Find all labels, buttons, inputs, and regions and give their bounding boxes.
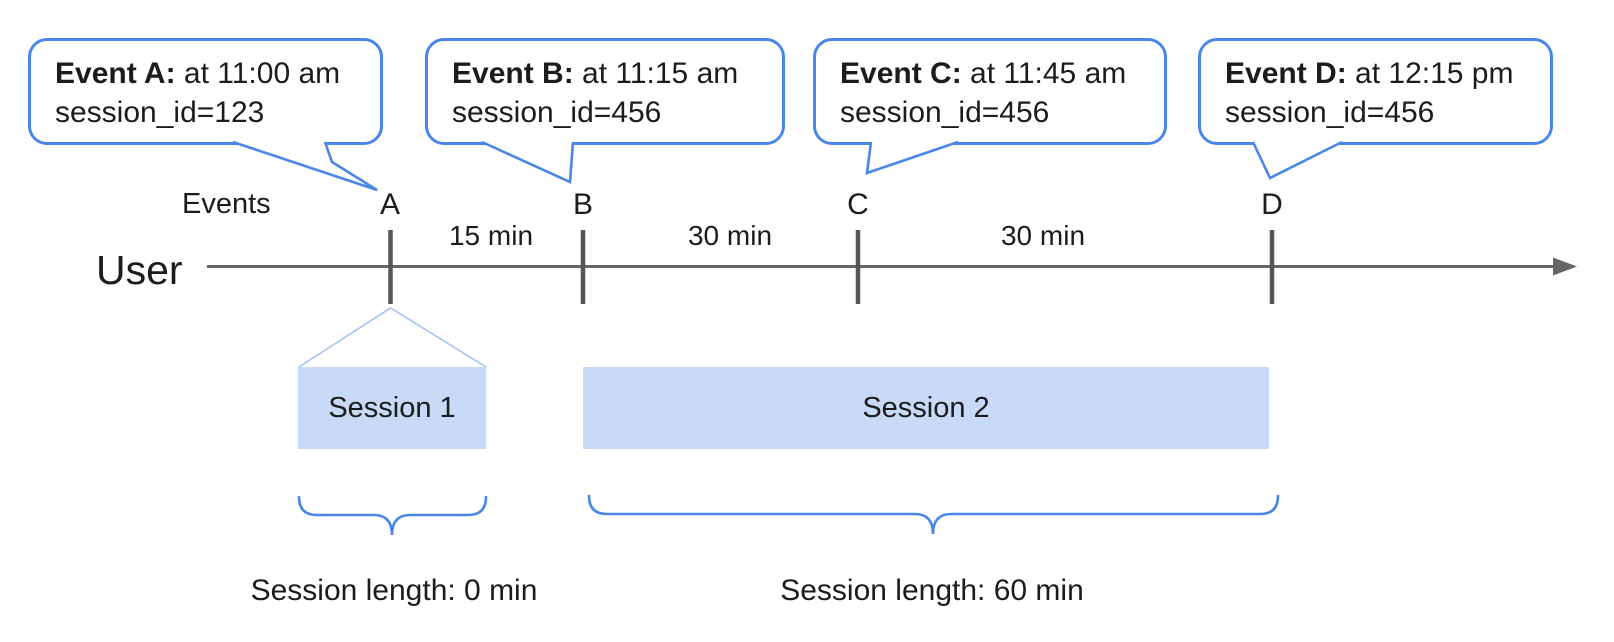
event-b-callout-line1: Event B: at 11:15 am	[452, 54, 772, 93]
event-letter-b: B	[572, 188, 594, 221]
session-2-label: Session 2	[862, 391, 990, 424]
session-2-bar: Session 2	[583, 367, 1269, 449]
session-1-length-label: Session length: 0 min	[250, 574, 538, 607]
event-b-callout-title: Event B:	[452, 57, 574, 90]
timeline-arrowhead-icon	[1553, 257, 1577, 276]
event-letter-a: A	[379, 188, 401, 221]
event-c-callout: Event C: at 11:45 am session_id=456	[813, 38, 1167, 145]
event-b-callout-time: at 11:15 am	[582, 57, 739, 90]
event-a-callout: Event A: at 11:00 am session_id=123	[28, 38, 383, 145]
event-d-callout-time: at 12:15 pm	[1355, 57, 1514, 90]
event-a-callout-time: at 11:00 am	[183, 57, 341, 90]
session-1-length-brace	[297, 495, 488, 536]
event-c-callout-detail: session_id=456	[840, 96, 1050, 129]
event-b-callout-tail	[481, 140, 575, 184]
session-2-length-brace	[587, 494, 1280, 535]
event-c-callout-line1: Event C: at 11:45 am	[840, 54, 1154, 93]
event-d-callout-detail: session_id=456	[1225, 96, 1435, 129]
event-d-callout-line1: Event D: at 12:15 pm	[1225, 54, 1540, 93]
event-b-callout: Event B: at 11:15 am session_id=456	[425, 38, 785, 145]
event-d-callout-tail	[1251, 140, 1343, 180]
event-a-callout-tail	[232, 140, 378, 192]
event-c-callout-tail	[865, 140, 959, 175]
event-d-callout: Event D: at 12:15 pm session_id=456	[1198, 38, 1553, 145]
interval-label-a-b: 15 min	[448, 220, 534, 251]
interval-label-b-c: 30 min	[687, 220, 773, 251]
user-axis-label: User	[96, 247, 183, 293]
interval-label-c-d: 30 min	[1000, 220, 1086, 251]
event-c-callout-title: Event C:	[840, 57, 962, 90]
event-a-callout-title: Event A:	[55, 57, 176, 90]
session-1-funnel-lines	[298, 307, 487, 368]
event-a-callout-line1: Event A: at 11:00 am	[55, 54, 370, 93]
session-1-bar: Session 1	[298, 367, 486, 449]
event-letter-d: D	[1261, 188, 1283, 221]
event-letter-c: C	[847, 188, 869, 221]
session-1-label: Session 1	[328, 391, 456, 424]
session-2-length-label: Session length: 60 min	[780, 574, 1084, 607]
event-c-callout-time: at 11:45 am	[970, 57, 1127, 90]
event-a-callout-detail: session_id=123	[55, 96, 265, 129]
event-d-callout-title: Event D:	[1225, 57, 1347, 90]
events-axis-label: Events	[182, 188, 271, 220]
event-b-callout-detail: session_id=456	[452, 96, 662, 129]
